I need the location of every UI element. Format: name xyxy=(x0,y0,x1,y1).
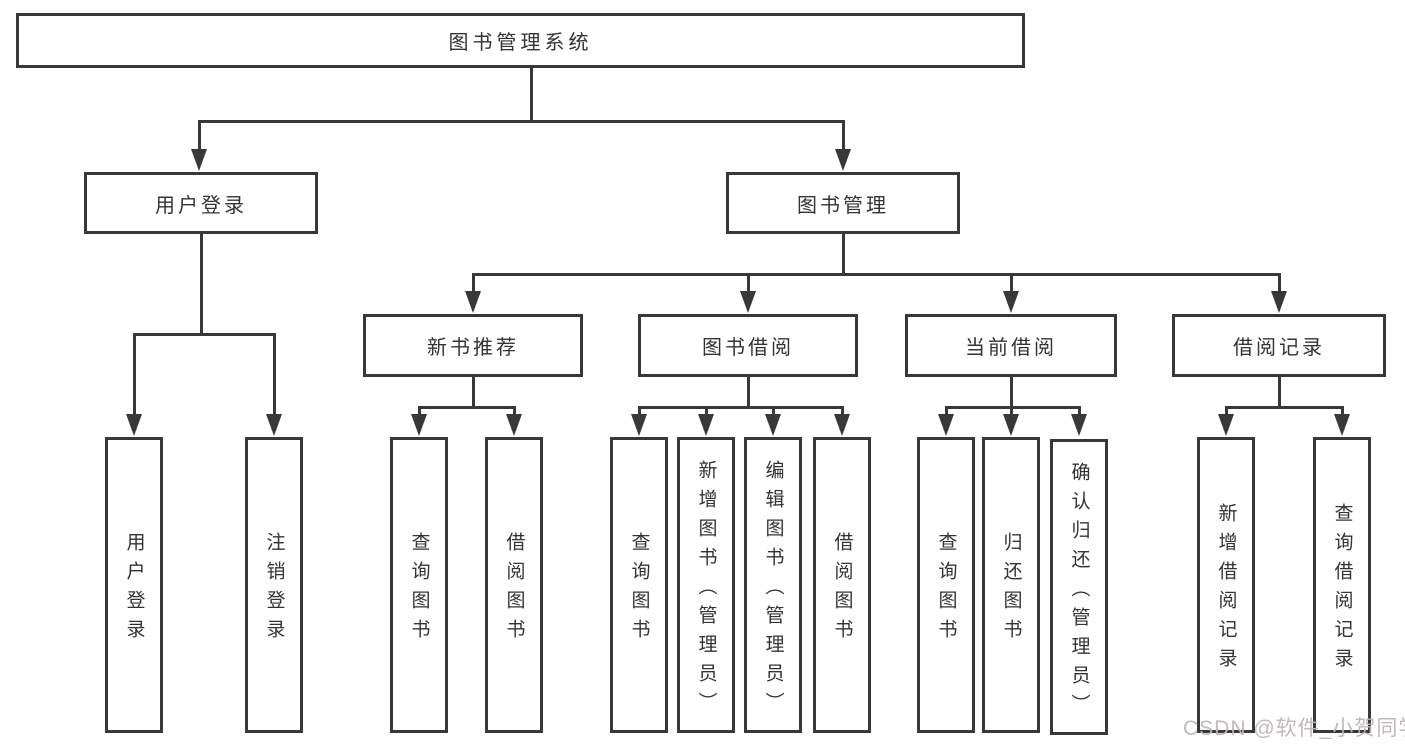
connector-vline xyxy=(841,234,845,276)
arrowhead-down xyxy=(465,291,481,313)
connector-vline xyxy=(199,234,203,336)
leaf-user-login: 用户登录 xyxy=(105,437,163,733)
connector-hline xyxy=(1224,406,1344,409)
connector-hline xyxy=(637,406,844,409)
connector-hline xyxy=(197,120,845,123)
connector-vline xyxy=(1009,377,1013,409)
connector-drop-line xyxy=(1224,406,1228,417)
connector-vline xyxy=(746,377,750,409)
connector-drop-line xyxy=(1009,273,1013,294)
arrowhead-down xyxy=(1271,291,1287,313)
leaf-add-borrow-record: 新增借阅记录 xyxy=(1197,437,1255,733)
connector-vline xyxy=(529,68,533,123)
connector-drop-line xyxy=(417,406,421,417)
leaf-query-books-borrowing: 查询图书 xyxy=(610,437,668,733)
arrowhead-down xyxy=(631,414,647,436)
leaf-edit-book-admin: 编辑图书（管理员） xyxy=(744,437,802,733)
connector-drop-line xyxy=(132,333,136,417)
connector-drop-line xyxy=(1277,273,1281,294)
connector-drop-line xyxy=(944,406,948,417)
connector-drop-line xyxy=(1077,406,1081,417)
connector-drop-line xyxy=(512,406,516,417)
leaf-query-books-current: 查询图书 xyxy=(917,437,975,733)
connector-drop-line xyxy=(840,406,844,417)
leaf-label: 用户登录 xyxy=(123,532,145,648)
leaf-label: 查询图书 xyxy=(408,532,430,648)
connector-drop-line xyxy=(637,406,641,417)
arrowhead-down xyxy=(506,414,522,436)
connector-drop-line xyxy=(746,273,750,294)
arrowhead-down xyxy=(835,149,851,171)
connector-drop-line xyxy=(197,120,201,152)
leaf-label: 新增图书（管理员） xyxy=(695,459,717,721)
leaf-borrow-books-recommend: 借阅图书 xyxy=(485,437,543,733)
arrowhead-down xyxy=(938,414,954,436)
arrowhead-down xyxy=(1218,414,1234,436)
arrowhead-down xyxy=(1003,414,1019,436)
leaf-add-book-admin: 新增图书（管理员） xyxy=(677,437,735,733)
connector-vline xyxy=(471,377,475,409)
leaf-label: 注销登录 xyxy=(263,532,285,648)
leaf-label: 归还图书 xyxy=(1000,532,1022,648)
arrowhead-down xyxy=(126,414,142,436)
connector-hline xyxy=(417,406,516,409)
leaf-label: 查询图书 xyxy=(628,532,650,648)
arrowhead-down xyxy=(1071,414,1087,436)
arrowhead-down xyxy=(1334,414,1350,436)
leaf-label: 编辑图书（管理员） xyxy=(762,459,784,721)
connector-drop-line xyxy=(1340,406,1344,417)
connector-vline xyxy=(1277,377,1281,409)
connector-hline xyxy=(944,406,1081,409)
leaf-label: 查询借阅记录 xyxy=(1331,503,1353,677)
node-borrowing-records: 借阅记录 xyxy=(1172,314,1386,377)
arrowhead-down xyxy=(740,291,756,313)
node-new-book-recommend: 新书推荐 xyxy=(363,314,583,377)
arrowhead-down xyxy=(1003,291,1019,313)
leaf-query-books-recommend: 查询图书 xyxy=(390,437,448,733)
connector-drop-line xyxy=(272,333,276,417)
leaf-label: 新增借阅记录 xyxy=(1215,503,1237,677)
leaf-logout: 注销登录 xyxy=(245,437,303,733)
watermark-text: CSDN @软件_小贺同学 xyxy=(1183,717,1405,740)
node-current-borrowing: 当前借阅 xyxy=(905,314,1117,377)
connector-drop-line xyxy=(471,273,475,294)
node-book-borrowing: 图书借阅 xyxy=(638,314,858,377)
arrowhead-down xyxy=(698,414,714,436)
leaf-return-book: 归还图书 xyxy=(982,437,1040,733)
node-book-management: 图书管理 xyxy=(726,172,960,234)
leaf-borrow-books-borrowing: 借阅图书 xyxy=(813,437,871,733)
node-library-management-system: 图书管理系统 xyxy=(16,13,1025,68)
leaf-label: 查询图书 xyxy=(935,532,957,648)
arrowhead-down xyxy=(834,414,850,436)
arrowhead-down xyxy=(266,414,282,436)
connector-hline xyxy=(471,273,1281,276)
connector-drop-line xyxy=(1009,406,1013,417)
leaf-label: 借阅图书 xyxy=(831,532,853,648)
leaf-confirm-return-admin: 确认归还（管理员） xyxy=(1050,439,1108,735)
node-user-login: 用户登录 xyxy=(84,172,318,234)
leaf-query-borrow-record: 查询借阅记录 xyxy=(1313,437,1371,733)
arrowhead-down xyxy=(765,414,781,436)
leaf-label: 确认归还（管理员） xyxy=(1068,461,1090,723)
connector-drop-line xyxy=(841,120,845,152)
connector-hline xyxy=(132,333,276,336)
leaf-label: 借阅图书 xyxy=(503,532,525,648)
connector-drop-line xyxy=(771,406,775,417)
arrowhead-down xyxy=(411,414,427,436)
arrowhead-down xyxy=(191,149,207,171)
connector-drop-line xyxy=(704,406,708,417)
